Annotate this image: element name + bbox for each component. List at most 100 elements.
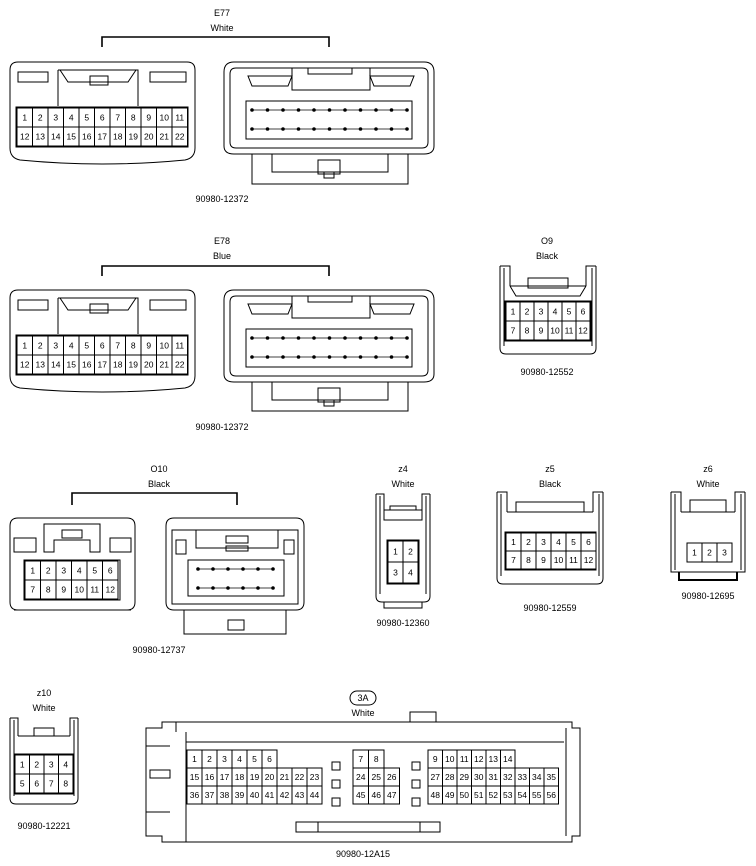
z5-color: Black bbox=[539, 479, 562, 489]
c3a-pin-number: 27 bbox=[431, 772, 441, 782]
c3a-pin-number: 20 bbox=[265, 772, 275, 782]
e77-pin-number: 6 bbox=[100, 113, 105, 123]
e78-pin-number: 18 bbox=[113, 360, 123, 370]
e77-pin-number: 8 bbox=[131, 113, 136, 123]
z5-part-number: 90980-12559 bbox=[523, 603, 576, 613]
c3a-pin-number: 42 bbox=[280, 790, 290, 800]
o10-back-view bbox=[165, 517, 305, 635]
e77-bracket bbox=[101, 36, 330, 47]
o9-part-number: 90980-12552 bbox=[520, 367, 573, 377]
o9-pin-number: 10 bbox=[550, 326, 560, 336]
z5-pin-number: 1 bbox=[511, 537, 516, 547]
e78-pin-number: 16 bbox=[82, 360, 92, 370]
o10-part-number: 90980-12737 bbox=[132, 645, 185, 655]
o10-pin-number: 2 bbox=[46, 566, 51, 576]
z6-pin-number: 2 bbox=[707, 548, 712, 558]
e78-code: E78 bbox=[214, 236, 230, 246]
c3a-pin-number: 14 bbox=[503, 754, 513, 764]
c3a-pin-number: 11 bbox=[460, 754, 469, 764]
e77-pin-number: 1 bbox=[22, 113, 27, 123]
z6-code: z6 bbox=[703, 464, 713, 474]
c3a-pin-number: 47 bbox=[387, 790, 397, 800]
z10-code: z10 bbox=[37, 688, 52, 698]
z5-pin-number: 2 bbox=[526, 537, 531, 547]
c3a-pin-number: 13 bbox=[489, 754, 499, 764]
c3a-pin-number: 45 bbox=[356, 790, 366, 800]
c3a-pin-number: 52 bbox=[489, 790, 499, 800]
z4-pin-cell bbox=[402, 561, 419, 584]
o9-pin-number: 5 bbox=[567, 307, 572, 317]
z5-pin-number: 5 bbox=[571, 537, 576, 547]
z10-pin-number: 5 bbox=[20, 779, 25, 789]
e77-part-number: 90980-12372 bbox=[195, 194, 248, 204]
e78-part-number: 90980-12372 bbox=[195, 422, 248, 432]
e78-pin-number: 5 bbox=[84, 341, 89, 351]
o9-pin-number: 8 bbox=[525, 326, 530, 336]
z4-pin-number: 3 bbox=[393, 568, 398, 578]
z6-pin-number: 1 bbox=[692, 548, 697, 558]
c3a-pin-number: 51 bbox=[474, 790, 484, 800]
3a-code-badge bbox=[349, 690, 377, 706]
z5-pin-number: 11 bbox=[569, 555, 578, 565]
z6-color: White bbox=[696, 479, 719, 489]
c3a-pin-number: 55 bbox=[532, 790, 542, 800]
z5-pin-number: 3 bbox=[541, 537, 546, 547]
c3a-pin-number: 1 bbox=[192, 754, 197, 764]
c3a-pin-number: 30 bbox=[474, 772, 484, 782]
o9-pin-number: 4 bbox=[553, 307, 558, 317]
e77-pin-cell bbox=[171, 126, 188, 147]
o10-pin-number: 6 bbox=[108, 566, 113, 576]
z4-pin-number: 2 bbox=[408, 547, 413, 557]
c3a-pin-number: 2 bbox=[207, 754, 212, 764]
z5-code: z5 bbox=[545, 464, 555, 474]
z5-pin-number: 4 bbox=[556, 537, 561, 547]
o10-pin-number: 7 bbox=[30, 585, 35, 595]
e78-pin-number: 6 bbox=[100, 341, 105, 351]
e78-color: Blue bbox=[213, 251, 231, 261]
e77-pin-number: 4 bbox=[69, 113, 74, 123]
c3a-pin-cell bbox=[543, 785, 559, 805]
z5-pin-number: 12 bbox=[584, 555, 594, 565]
z4-color: White bbox=[391, 479, 414, 489]
c3a-pin-number: 26 bbox=[387, 772, 397, 782]
e78-pin-number: 13 bbox=[36, 360, 46, 370]
e78-pin-number: 12 bbox=[20, 360, 30, 370]
c3a-pin-number: 40 bbox=[250, 790, 260, 800]
c3a-pin-number: 56 bbox=[547, 790, 557, 800]
o9-pin-number: 12 bbox=[578, 326, 588, 336]
c3a-pin-number: 24 bbox=[356, 772, 366, 782]
c3a-pin-number: 37 bbox=[205, 790, 215, 800]
e77-back-view bbox=[223, 61, 435, 185]
z10-pin-number: 1 bbox=[20, 760, 25, 770]
o9-pin-number: 7 bbox=[511, 326, 516, 336]
c3a-pin-number: 44 bbox=[310, 790, 320, 800]
e78-pin-number: 11 bbox=[175, 341, 184, 351]
c3a-pin-number: 3 bbox=[222, 754, 227, 764]
c3a-pin-number: 32 bbox=[503, 772, 513, 782]
c3a-pin-number: 21 bbox=[280, 772, 290, 782]
c3a-pin-number: 5 bbox=[252, 754, 257, 764]
e78-pin-number: 21 bbox=[160, 360, 170, 370]
e78-pin-number: 10 bbox=[160, 341, 170, 351]
c3a-pin-number: 25 bbox=[372, 772, 382, 782]
c3a-pin-number: 31 bbox=[489, 772, 499, 782]
c3a-pin-number: 41 bbox=[265, 790, 275, 800]
e78-pin-number: 9 bbox=[146, 341, 151, 351]
e77-pin-number: 13 bbox=[36, 132, 46, 142]
c3a-pin-number: 6 bbox=[267, 754, 272, 764]
o10-pin-number: 12 bbox=[106, 585, 116, 595]
e77-pin-number: 7 bbox=[115, 113, 120, 123]
o9-pin-number: 11 bbox=[565, 326, 574, 336]
e78-pin-number: 14 bbox=[51, 360, 61, 370]
c3a-pin-number: 19 bbox=[250, 772, 260, 782]
c3a-pin-number: 43 bbox=[295, 790, 305, 800]
o10-pin-number: 4 bbox=[77, 566, 82, 576]
e77-pin-number: 21 bbox=[160, 132, 170, 142]
o10-color: Black bbox=[148, 479, 171, 489]
e78-pin-number: 2 bbox=[38, 341, 43, 351]
